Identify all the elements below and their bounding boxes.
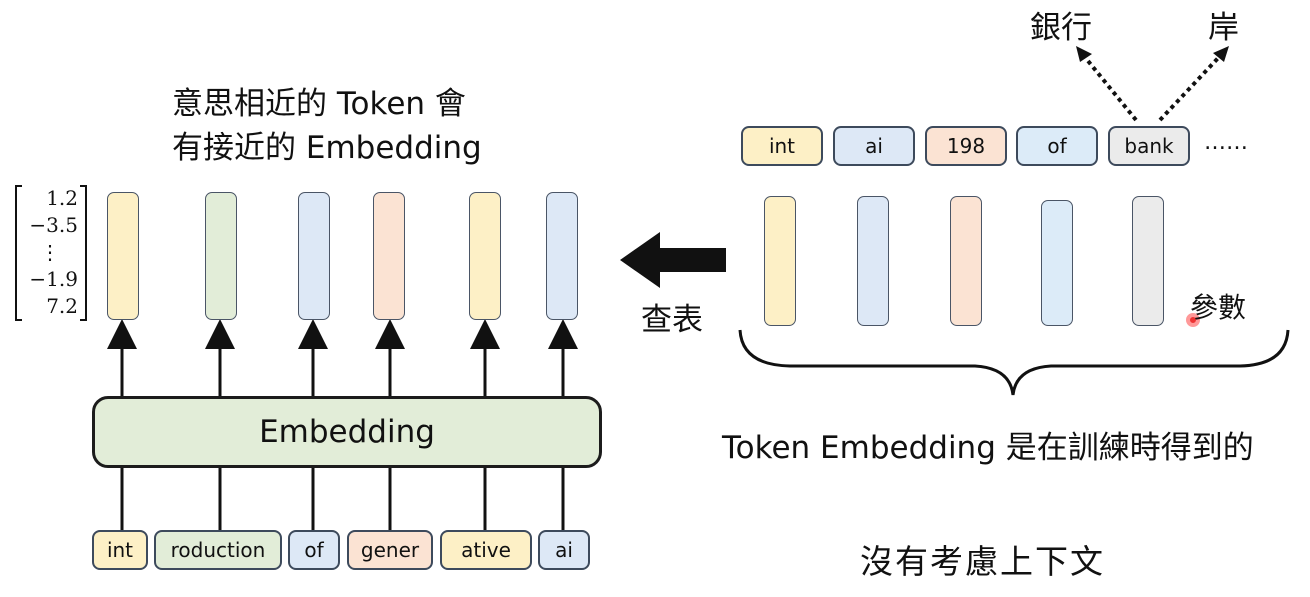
vector-brackets (15, 185, 87, 321)
vector-value: 1.2 (46, 186, 78, 210)
input-token: of (288, 530, 340, 570)
vocab-embedding-bar (1132, 196, 1164, 326)
vector-value: ⋮ (40, 240, 60, 264)
bank-meaning-shore: 岸 (1208, 10, 1239, 46)
embedding-layer-label: Embedding (259, 414, 435, 450)
vector-value: −3.5 (29, 213, 78, 237)
lookup-label: 查表 (641, 302, 703, 338)
params-label: 參數 (1190, 291, 1247, 324)
vocab-embedding-bar (764, 196, 796, 326)
vocab-embedding-bar (1041, 200, 1073, 326)
vocab-brace (738, 329, 1290, 396)
bank-meaning-bank: 銀行 (1030, 10, 1092, 46)
vector-value: −1.9 (29, 267, 78, 291)
embedding-layer-box: Embedding (92, 396, 602, 468)
output-vector-bar (373, 192, 405, 320)
output-vector-bar (469, 192, 501, 320)
caption-line-2: 有接近的 Embedding (172, 130, 482, 166)
similar-token-caption: 意思相近的 Token 會 有接近的 Embedding (172, 82, 482, 170)
vocab-token: ai (833, 126, 915, 166)
vocab-ellipsis: …… (1204, 130, 1248, 155)
vocab-embedding-bar (857, 196, 889, 326)
vector-value: 7.2 (46, 294, 78, 318)
vocab-token: bank (1108, 126, 1190, 166)
input-connector-lines (120, 468, 565, 530)
output-arrows (107, 319, 578, 396)
input-token: roduction (154, 530, 282, 570)
embedding-vector: 1.2 −3.5 ⋮ −1.9 7.2 (22, 186, 78, 321)
pointer-dot (1186, 313, 1200, 327)
vocab-token: of (1016, 126, 1098, 166)
input-token: ative (440, 530, 532, 570)
context-note: 沒有考慮上下文 (860, 542, 1105, 581)
output-vector-bar (298, 192, 330, 320)
training-note: Token Embedding 是在訓練時得到的 (722, 430, 1254, 466)
output-vector-bar (107, 192, 139, 320)
vocab-embedding-bar (950, 196, 982, 326)
output-vector-bar (546, 192, 578, 320)
caption-line-1: 意思相近的 Token 會 (172, 86, 466, 122)
input-token: int (92, 530, 148, 570)
output-vector-bar (205, 192, 237, 320)
lookup-arrow (620, 232, 726, 288)
input-token: ai (538, 530, 590, 570)
vocab-token: 198 (925, 126, 1007, 166)
vocab-token: int (741, 126, 823, 166)
bank-meaning-arrows (1082, 54, 1222, 122)
input-token: gener (347, 530, 433, 570)
